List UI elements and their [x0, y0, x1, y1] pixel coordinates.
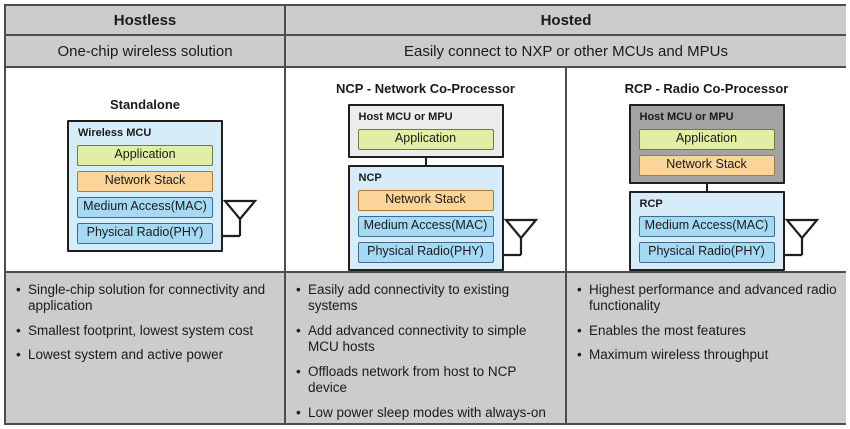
chip-label-host-mcu: Host MCU or MPU [358, 111, 453, 123]
bullet-item: Low power sleep modes with always-on rad… [294, 405, 557, 423]
layer-phy: Physical Radio(PHY) [77, 223, 213, 244]
bullets-standalone: Single-chip solution for connectivity an… [6, 273, 286, 423]
diagram-standalone: Standalone Wireless MCU Application Netw… [6, 68, 286, 273]
diagram-title-rcp: RCP - Radio Co-Processor [624, 81, 789, 96]
bullet-item: Offloads network from host to NCP device [294, 364, 557, 397]
diagram-title-standalone: Standalone [109, 97, 181, 112]
layer-network-stack: Network Stack [638, 155, 775, 176]
diagram-ncp: NCP - Network Co-Processor Host MCU or M… [286, 68, 567, 273]
bullet-item: Highest performance and advanced radio f… [575, 282, 838, 315]
bullet-item: Easily add connectivity to existing syst… [294, 282, 557, 315]
layer-mac: Medium Access(MAC) [357, 216, 494, 237]
diagram-title-ncp: NCP - Network Co-Processor [336, 81, 515, 96]
antenna-icon [501, 218, 538, 257]
chip-wrap-standalone: Wireless MCU Application Network Stack M… [67, 120, 258, 252]
diagram-rcp: RCP - Radio Co-Processor Host MCU or MPU… [567, 68, 846, 273]
antenna-icon [782, 218, 819, 257]
chip-host-mcu-rcp: Host MCU or MPU Application Network Stac… [628, 104, 785, 184]
comparison-table: Hostless Hosted One-chip wireless soluti… [4, 4, 846, 425]
header-hostless: Hostless [6, 6, 286, 36]
chip-rcp: RCP Medium Access(MAC) Physical Radio(PH… [628, 191, 785, 271]
layer-mac: Medium Access(MAC) [77, 197, 213, 218]
layer-network-stack: Network Stack [357, 190, 494, 211]
chip-wrap-ncp: NCP Network Stack Medium Access(MAC) Phy… [347, 165, 538, 271]
chip-ncp: NCP Network Stack Medium Access(MAC) Phy… [347, 165, 504, 271]
chip-label-wireless-mcu: Wireless MCU [78, 127, 152, 139]
layer-application: Application [638, 129, 775, 150]
chip-label-rcp: RCP [639, 198, 663, 210]
bullets-rcp: Highest performance and advanced radio f… [567, 273, 846, 423]
chip-label-host-mcu: Host MCU or MPU [639, 111, 734, 123]
bullet-item: Maximum wireless throughput [575, 347, 838, 364]
chip-wrap-rcp: RCP Medium Access(MAC) Physical Radio(PH… [628, 191, 819, 271]
chip-label-ncp: NCP [358, 172, 382, 184]
layer-mac: Medium Access(MAC) [638, 216, 775, 237]
layer-phy: Physical Radio(PHY) [638, 242, 775, 263]
layer-application: Application [357, 129, 494, 150]
layer-phy: Physical Radio(PHY) [357, 242, 494, 263]
subheader-hostless: One-chip wireless solution [6, 36, 286, 68]
subheader-hosted: Easily connect to NXP or other MCUs and … [286, 36, 846, 68]
bullet-item: Single-chip solution for connectivity an… [14, 282, 276, 315]
host-chip-connector [424, 158, 427, 165]
bullet-item: Smallest footprint, lowest system cost [14, 323, 276, 340]
chip-host-mcu-ncp: Host MCU or MPU Application [347, 104, 504, 158]
host-chip-connector [705, 184, 708, 191]
layer-application: Application [77, 145, 213, 166]
bullet-item: Add advanced connectivity to simple MCU … [294, 323, 557, 356]
bullet-list: Single-chip solution for connectivity an… [14, 282, 276, 364]
antenna-icon [221, 199, 258, 238]
header-hosted: Hosted [286, 6, 846, 36]
bullet-list: Highest performance and advanced radio f… [575, 282, 838, 364]
bullet-item: Lowest system and active power [14, 347, 276, 364]
bullet-item: Enables the most features [575, 323, 838, 340]
layer-network-stack: Network Stack [77, 171, 213, 192]
chip-wireless-mcu: Wireless MCU Application Network Stack M… [67, 120, 223, 252]
bullets-ncp: Easily add connectivity to existing syst… [286, 273, 567, 423]
bullet-list: Easily add connectivity to existing syst… [294, 282, 557, 423]
